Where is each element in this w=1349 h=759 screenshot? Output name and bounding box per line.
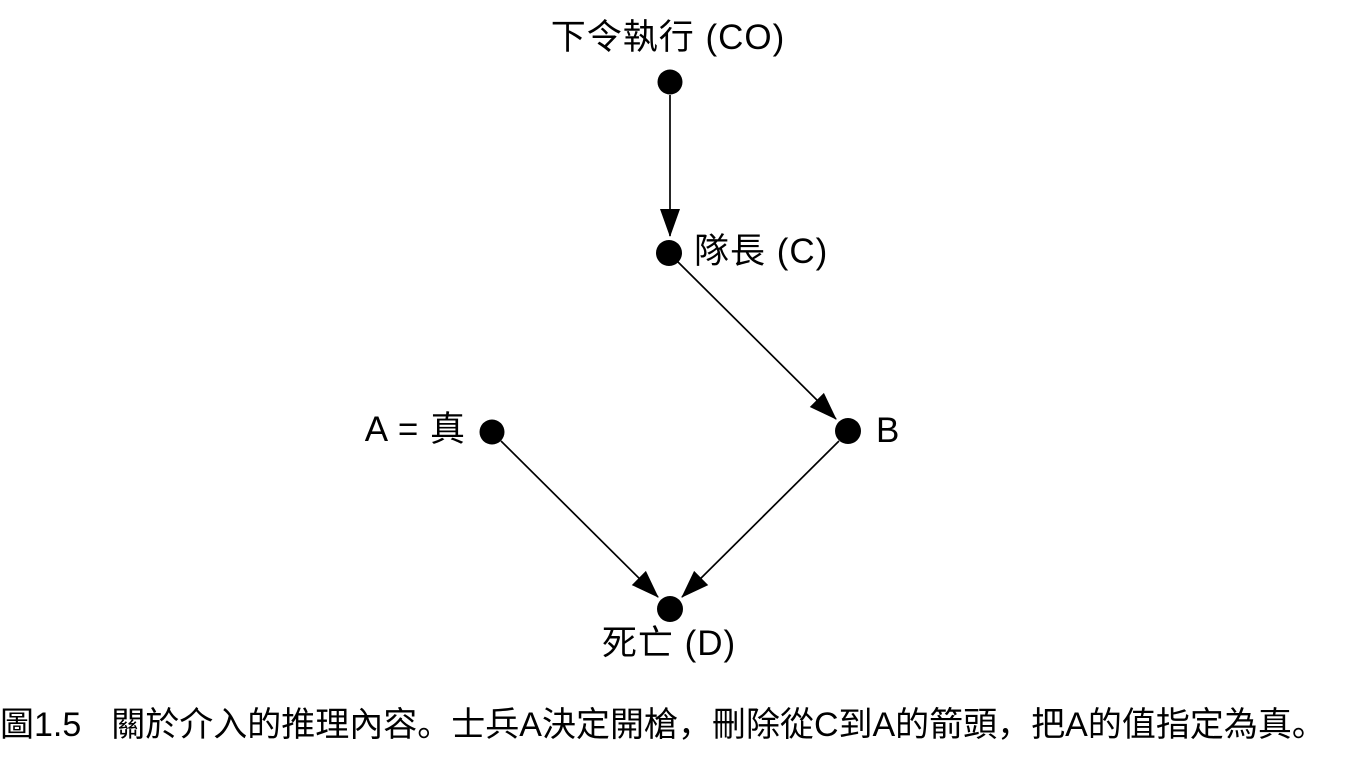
node-label-d: 死亡 (D) bbox=[601, 624, 737, 663]
node-c bbox=[656, 240, 682, 266]
node-label-co: 下令執行 (CO) bbox=[550, 18, 786, 57]
node-label-a: A = 真 bbox=[364, 410, 466, 449]
node-label-c: 隊長 (C) bbox=[694, 232, 829, 271]
node-label-b: B bbox=[876, 411, 901, 450]
edge-c-to-b bbox=[677, 261, 837, 420]
node-d bbox=[657, 596, 683, 622]
edge-a-to-d bbox=[500, 440, 659, 598]
node-a bbox=[479, 419, 505, 445]
figure-number: 圖1.5 bbox=[0, 706, 82, 744]
node-co bbox=[657, 69, 683, 95]
edge-b-to-d bbox=[681, 440, 840, 598]
figure-caption: 圖1.5 關於介入的推理內容。士兵A決定開槍，刪除從C到A的箭頭，把A的值指定為真… bbox=[0, 701, 1349, 749]
node-b bbox=[835, 418, 861, 444]
figure-caption-text: 關於介入的推理內容。士兵A決定開槍，刪除從C到A的箭頭，把A的值指定為真。 bbox=[111, 706, 1326, 744]
